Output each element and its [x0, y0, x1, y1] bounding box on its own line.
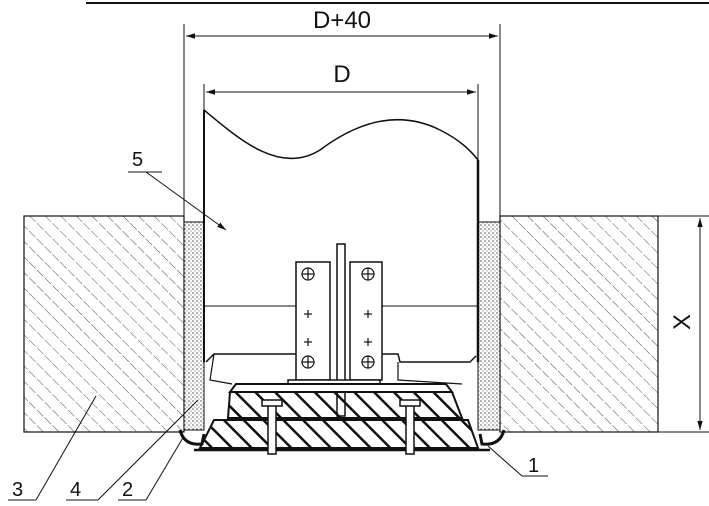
upper-plate	[226, 383, 464, 419]
dimension-inner-label: D	[333, 61, 350, 88]
mounting-bracket	[287, 243, 383, 417]
callout-1-leader	[487, 445, 548, 477]
collar-frame	[204, 305, 478, 385]
dimension-depth-label: X	[669, 314, 696, 330]
callout-5-leader	[128, 171, 227, 231]
callout-3-leader	[8, 395, 97, 501]
dimension-inner	[203, 84, 479, 160]
concrete-slab-right	[499, 215, 659, 433]
plate-screws	[261, 399, 421, 455]
callout-2-leader	[118, 435, 185, 501]
callout-4-leader	[66, 399, 199, 501]
mortar-fill-left	[183, 221, 205, 431]
pipe	[203, 109, 480, 362]
dimension-outer	[183, 24, 501, 216]
callout-1: 1	[528, 455, 539, 477]
dimension-depth	[500, 215, 709, 433]
dimension-outer-label: D+40	[313, 7, 371, 34]
mortar-fill-right	[477, 221, 501, 431]
callout-4: 4	[70, 479, 81, 501]
lower-plate	[194, 419, 490, 452]
concrete-slab-left	[23, 215, 185, 433]
sealant-bead-right	[478, 429, 506, 446]
callout-5: 5	[132, 149, 143, 171]
callout-2: 2	[122, 479, 133, 501]
callout-3: 3	[12, 479, 23, 501]
